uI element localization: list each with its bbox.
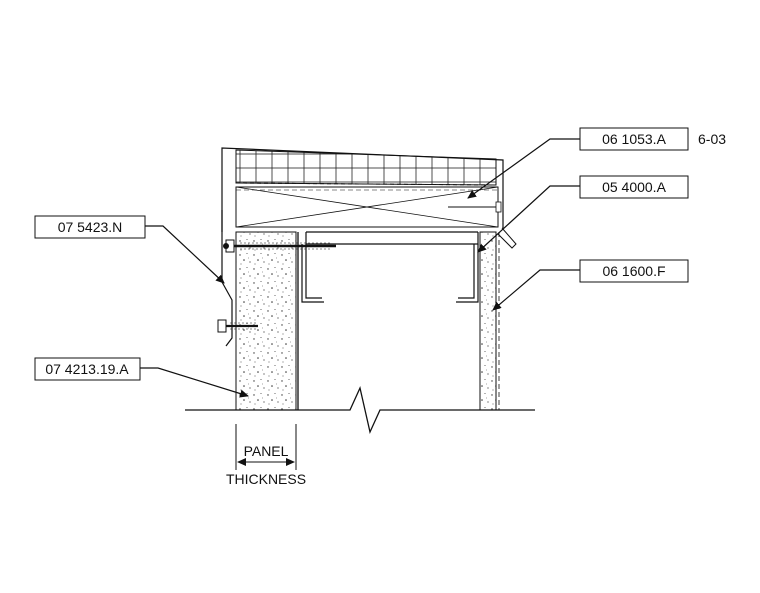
callout-wood-blocking-ref: 6-03: [698, 131, 726, 147]
callout-metal-panel-text: 07 4213.19.A: [45, 361, 129, 377]
ground-break-line: [185, 385, 535, 435]
callout-roof-membrane-text: 07 5423.N: [58, 219, 123, 235]
dimension-line1: PANEL: [244, 443, 289, 459]
leader-framing: [477, 185, 580, 253]
edge-clip: [221, 210, 233, 347]
metal-panel-left: [235, 231, 297, 411]
callout-sheathing: 06 1600.F: [579, 259, 689, 283]
callout-wood-blocking-text: 06 1053.A: [602, 131, 666, 147]
panel-thickness-dimension: PANEL THICKNESS: [226, 424, 306, 487]
tile-cap-dash: [235, 182, 497, 186]
leader-sheathing: [492, 269, 580, 311]
callout-metal-panel: 07 4213.19.A: [34, 357, 141, 381]
panel-screw-upper: [223, 239, 336, 253]
callout-roof-membrane: 07 5423.N: [34, 215, 146, 239]
leader-roof-membrane: [145, 225, 225, 284]
callout-cold-formed-framing-text: 05 4000.A: [602, 179, 666, 195]
dimension-line2: THICKNESS: [226, 471, 306, 487]
cold-formed-framing: [301, 231, 479, 303]
callout-sheathing-text: 06 1600.F: [602, 263, 665, 279]
leader-metal-panel: [140, 367, 249, 398]
callout-wood-blocking: 06 1053.A: [579, 127, 689, 151]
blocking-fastener: [448, 201, 502, 213]
sheathing-right: [479, 231, 497, 411]
right-cleat: [497, 227, 517, 249]
callout-cold-formed-framing: 05 4000.A: [579, 175, 689, 199]
leader-wood-blocking: [467, 138, 580, 199]
panel-screw-lower: [217, 319, 258, 333]
tile-cap: [235, 149, 497, 186]
